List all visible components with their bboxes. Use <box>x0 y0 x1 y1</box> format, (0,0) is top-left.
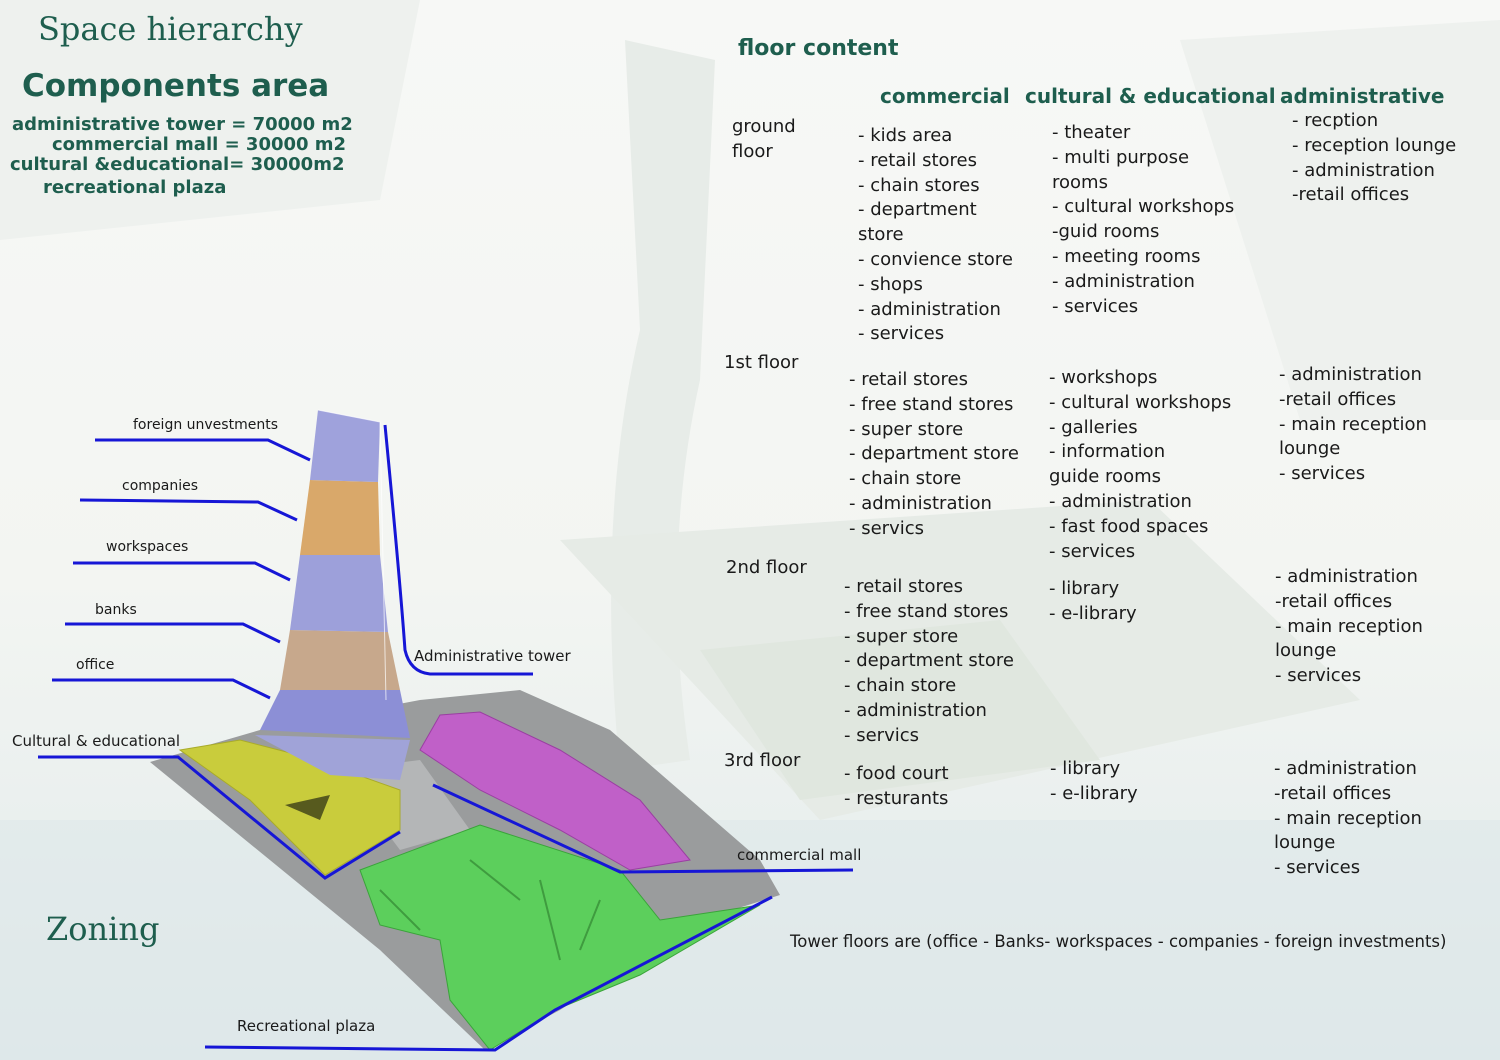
tower-floors-note: Tower floors are (office - Banks- worksp… <box>790 932 1447 951</box>
label-banks: banks <box>95 602 137 618</box>
cell-ground-cultural: - theater - multi purpose rooms - cultur… <box>1052 122 1235 317</box>
area-recreational-plaza: recreational plaza <box>43 177 227 198</box>
label-office: office <box>76 657 115 673</box>
commercial-mall-zone <box>419 711 691 871</box>
tower-segment-office <box>260 690 410 738</box>
tower-segment-banks <box>280 630 400 690</box>
space-hierarchy-title: Space hierarchy <box>38 10 303 48</box>
area-administrative-tower: administrative tower = 70000 m2 <box>12 114 353 135</box>
cell-2nd-cultural: - library - e-library <box>1049 578 1137 624</box>
floor-label-1st: 1st floor <box>724 352 799 373</box>
components-area-title: Components area <box>22 68 330 104</box>
cell-1st-commercial: - retail stores - free stand stores - su… <box>849 369 1019 539</box>
area-cultural-educational: cultural &educational= 30000m2 <box>10 154 345 175</box>
floor-label-2nd: 2nd floor <box>726 557 807 578</box>
tower-segment-foreign-investments <box>310 410 380 482</box>
cell-ground-commercial: - kids area - retail stores - chain stor… <box>858 125 1013 345</box>
label-workspaces: workspaces <box>106 539 189 555</box>
floor-label-ground: ground floor <box>732 116 796 162</box>
label-companies: companies <box>122 478 199 494</box>
label-cultural-educational: Cultural & educational <box>12 732 181 750</box>
cell-3rd-cultural: - library - e-library <box>1050 758 1138 804</box>
column-header-administrative: administrative <box>1280 84 1445 108</box>
cell-1st-administrative: - administration -retail offices - main … <box>1279 364 1427 485</box>
cell-2nd-commercial: - retail stores - free stand stores - su… <box>844 576 1014 746</box>
cell-3rd-administrative: - administration -retail offices - main … <box>1274 758 1422 879</box>
area-commercial-mall: commercial mall = 30000 m2 <box>52 134 347 155</box>
tower-segment-companies <box>300 480 380 555</box>
tower-podium <box>255 735 410 780</box>
label-commercial-mall: commercial mall <box>737 846 862 864</box>
label-recreational-plaza: Recreational plaza <box>237 1017 376 1035</box>
column-header-cultural-educational: cultural & educational <box>1025 84 1276 108</box>
floor-content-title: floor content <box>738 36 899 61</box>
cell-2nd-administrative: - administration -retail offices - main … <box>1275 566 1423 687</box>
cell-3rd-commercial: - food court - resturants <box>844 763 949 809</box>
label-administrative-tower: Administrative tower <box>414 647 571 665</box>
floor-label-3rd: 3rd floor <box>724 750 801 771</box>
label-foreign-investments: foreign unvestments <box>133 417 278 433</box>
leader-lines <box>38 424 854 1052</box>
cell-1st-cultural: - workshops - cultural workshops - galle… <box>1049 367 1232 562</box>
column-header-commercial: commercial <box>880 84 1010 108</box>
tower-segment-workspaces <box>290 555 388 632</box>
cell-ground-administrative: - recption - reception lounge - administ… <box>1292 110 1457 206</box>
zoning-title: Zoning <box>46 910 160 948</box>
